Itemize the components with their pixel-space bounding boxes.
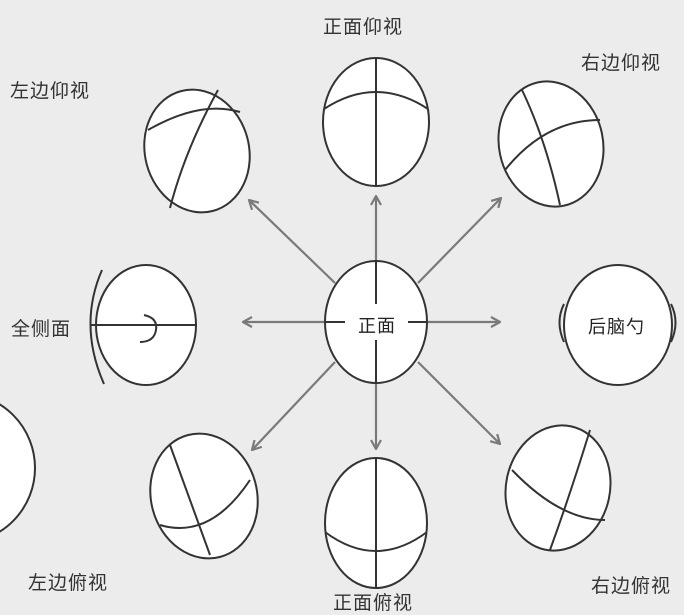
partial-circle-decoration <box>0 403 36 533</box>
label-right-down: 右边俯视 <box>591 575 672 597</box>
label-front-up: 正面仰视 <box>323 16 404 38</box>
label-front-center: 正面 <box>356 312 398 338</box>
head-front-down <box>324 457 428 589</box>
head-full-side <box>89 264 197 386</box>
arrow-up-right <box>417 196 503 284</box>
label-back-of-head: 后脑勺 <box>588 317 645 338</box>
head-left-down <box>149 432 259 560</box>
label-front-down: 正面俯视 <box>333 592 414 614</box>
arrow-down-left <box>250 361 336 452</box>
direction-arrows <box>241 194 503 452</box>
label-left-up: 左边仰视 <box>10 80 91 102</box>
head-back <box>558 264 677 386</box>
head-left-up <box>143 88 251 214</box>
head-front-up <box>322 57 430 187</box>
label-full-side: 全侧面 <box>11 318 72 340</box>
label-right-up: 右边仰视 <box>581 52 662 74</box>
label-left-down: 左边俯视 <box>28 572 109 594</box>
head-right-up <box>497 80 605 208</box>
arrow-down-right <box>417 361 502 446</box>
arrow-up-left <box>247 198 336 284</box>
head-right-down <box>504 424 612 552</box>
